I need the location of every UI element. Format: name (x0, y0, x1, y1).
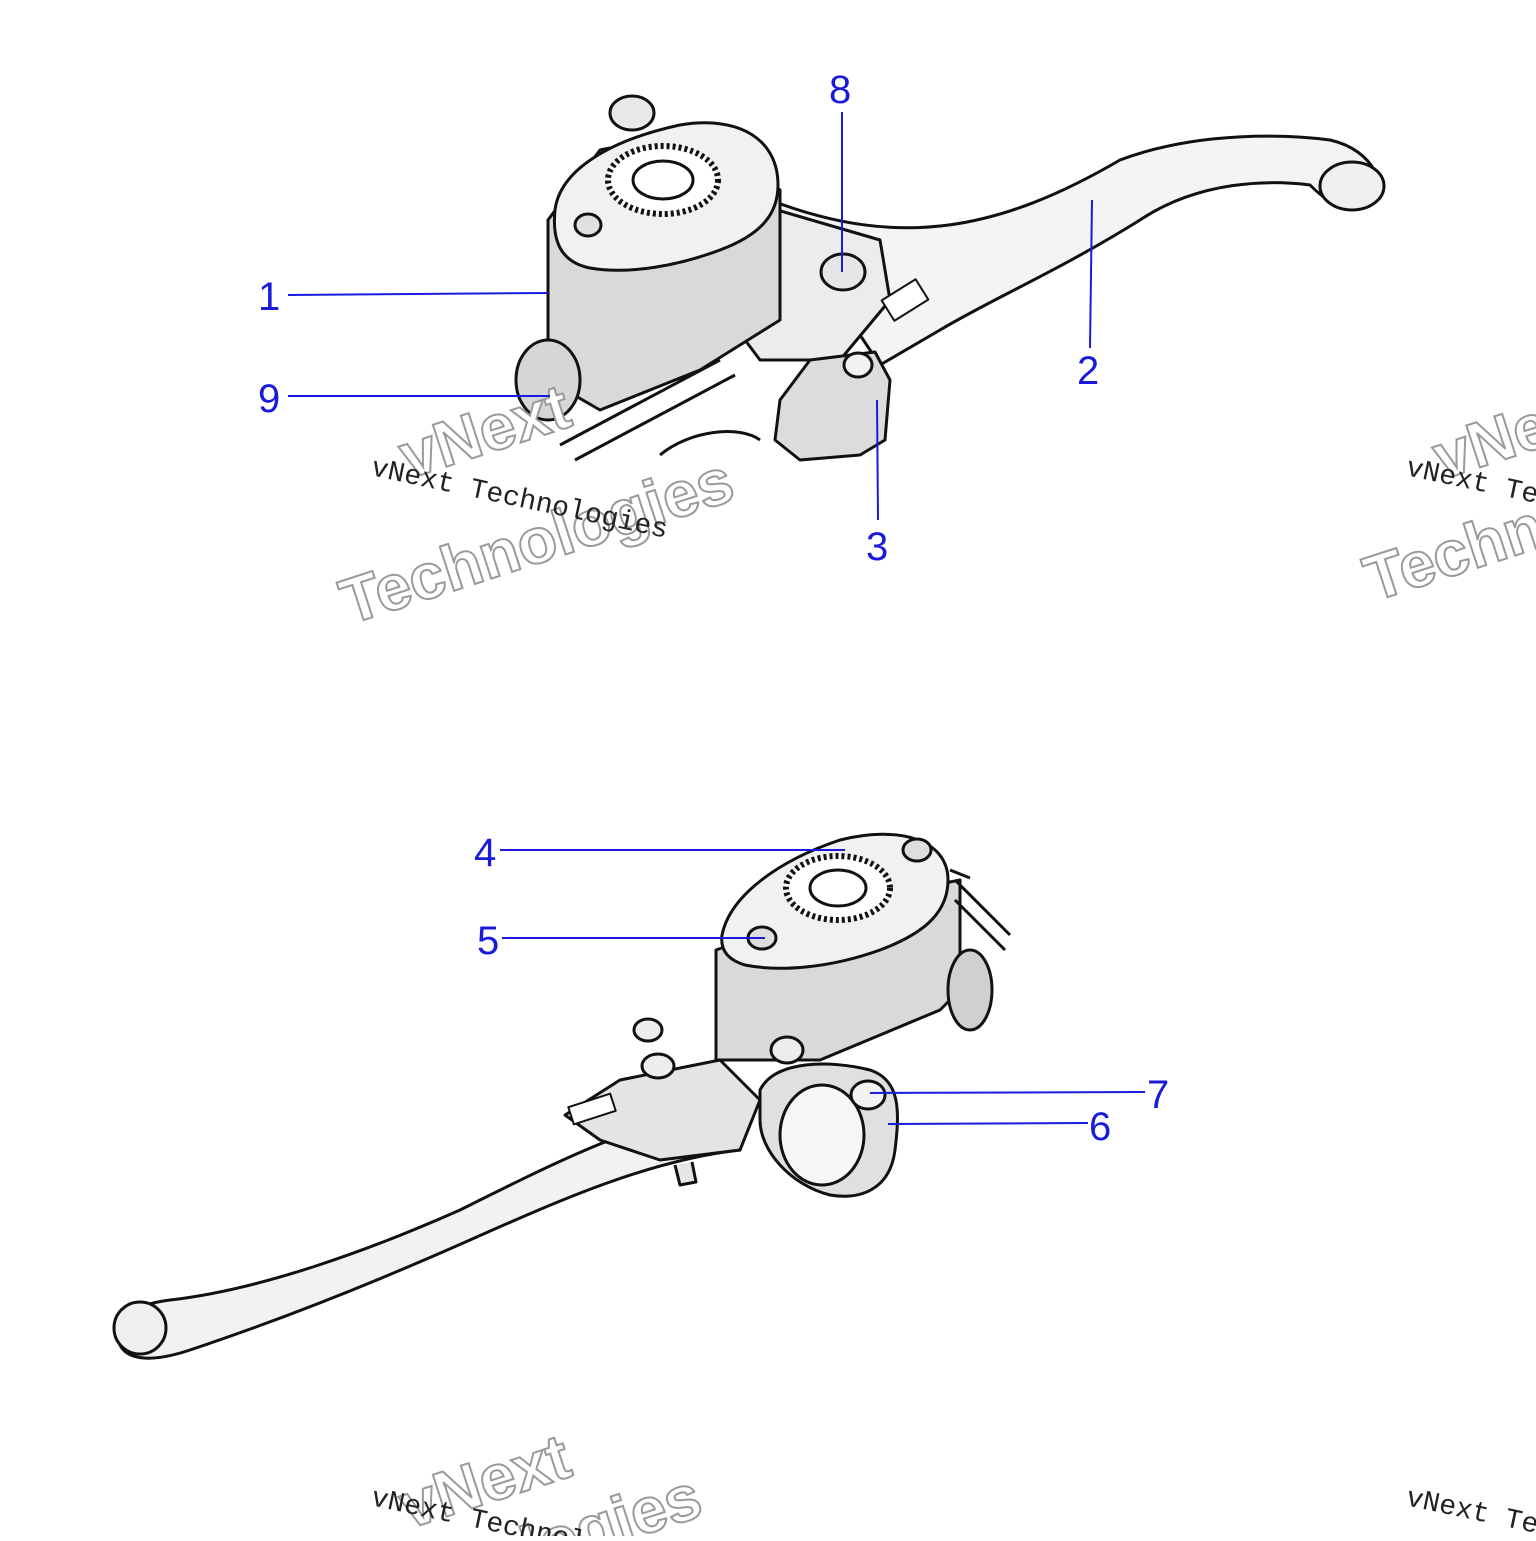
top-assembly (514, 94, 1386, 462)
callout-1: 1 (258, 275, 280, 319)
bottom-lever-label-plate (567, 1092, 617, 1126)
bottom-pivot-bolt-3 (769, 1035, 805, 1065)
leader-2 (1089, 199, 1093, 349)
leader-lines (287, 112, 1146, 1125)
watermark-small-prefix-bottom-right: vNext Te (1403, 1483, 1536, 1536)
top-piston-cover (514, 338, 582, 422)
callout-5: 5 (477, 919, 499, 963)
top-cap-center (631, 159, 695, 201)
callout-4: 4 (474, 831, 496, 875)
callout-9: 9 (258, 377, 280, 421)
bottom-lever-bracket (563, 1058, 762, 1162)
bottom-lever-tip (112, 1300, 168, 1356)
leader-7 (869, 1091, 1146, 1094)
bottom-lower-pin (673, 1161, 698, 1187)
bottom-assembly (112, 832, 1012, 1360)
callout-labels: 1 2 3 4 5 6 7 8 9 (258, 68, 1169, 1149)
top-clamp-bolt (842, 351, 874, 379)
leader-3 (876, 399, 879, 521)
bottom-cap-screw-rear (901, 837, 933, 863)
bottom-pivot-bolt-2 (640, 1052, 676, 1080)
leader-1 (287, 292, 549, 296)
callout-7: 7 (1147, 1073, 1169, 1117)
top-lever-label-plate (880, 278, 930, 322)
callout-2: 2 (1077, 349, 1099, 393)
callout-8: 8 (829, 68, 851, 112)
bottom-pivot-bolt-1 (632, 1017, 664, 1043)
callout-6: 6 (1089, 1105, 1111, 1149)
top-mount-outline (659, 430, 761, 457)
top-clamp (773, 350, 892, 462)
top-lever-tip (1318, 160, 1386, 212)
bottom-clamp-bolt (849, 1079, 887, 1111)
bottom-side-cylinder (946, 948, 994, 1032)
leader-6 (887, 1122, 1089, 1125)
bottom-clamp-bore (778, 1083, 866, 1187)
top-cap-screw (573, 212, 603, 238)
top-rear-knob (608, 94, 656, 132)
bottom-hoses (949, 868, 1012, 952)
callout-3: 3 (866, 525, 888, 569)
bottom-cap-center (808, 868, 868, 908)
